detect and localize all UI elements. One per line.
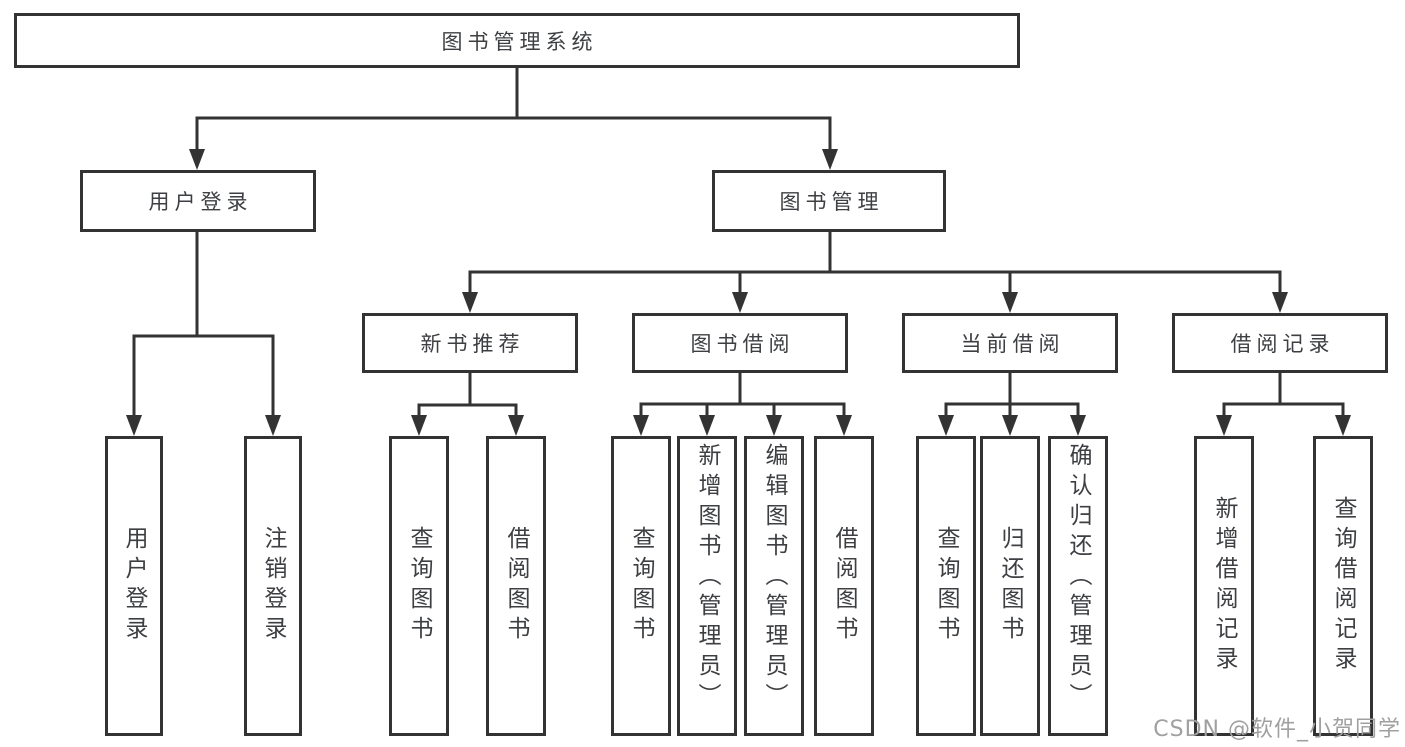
leaf-newbooks-borrow-books: 借阅图书 (486, 436, 546, 736)
node-book-management: 图书管理 (712, 170, 946, 232)
leaf-current-confirm-return: 确认归还（管理员） (1048, 436, 1108, 736)
leaf-records-add-record: 新增借阅记录 (1194, 436, 1254, 736)
node-borrowing-records-label: 借阅记录 (1230, 332, 1335, 356)
node-borrowing-records: 借阅记录 (1172, 313, 1388, 373)
leaf-current-return-books-label: 归还图书 (997, 526, 1023, 646)
node-book-borrowing: 图书借阅 (632, 313, 848, 373)
node-current-borrowing-label: 当前借阅 (960, 332, 1065, 356)
node-new-book-recommend: 新书推荐 (362, 313, 578, 373)
leaf-current-return-books: 归还图书 (980, 436, 1040, 736)
node-book-borrowing-label: 图书借阅 (690, 332, 795, 356)
leaf-borrow-add-books: 新增图书（管理员） (677, 436, 737, 736)
leaf-borrow-edit-books: 编辑图书（管理员） (744, 436, 804, 736)
connector-user-login-to-leaves (126, 231, 281, 436)
connector-records-to-leaves (1216, 372, 1351, 436)
leaf-logout: 注销登录 (244, 436, 302, 736)
node-user-login-label: 用户登录 (148, 190, 253, 214)
leaf-borrow-borrow-books: 借阅图书 (814, 436, 874, 736)
leaf-current-confirm-return-label: 确认归还（管理员） (1065, 443, 1091, 713)
connector-new-books-to-leaves (411, 372, 524, 436)
node-root: 图书管理系统 (14, 13, 1020, 68)
leaf-newbooks-query-books: 查询图书 (389, 436, 449, 736)
leaf-borrow-query-books-label: 查询图书 (628, 526, 654, 646)
leaf-current-query-books-label: 查询图书 (933, 526, 959, 646)
leaf-records-query-record: 查询借阅记录 (1313, 436, 1373, 736)
connector-book-mgmt-to-modules (462, 231, 1288, 313)
leaf-borrow-borrow-books-label: 借阅图书 (831, 526, 857, 646)
node-book-management-label: 图书管理 (779, 190, 884, 214)
leaf-records-query-record-label: 查询借阅记录 (1330, 496, 1356, 676)
leaf-borrow-edit-books-label: 编辑图书（管理员） (761, 443, 787, 713)
node-user-login: 用户登录 (80, 170, 316, 232)
leaf-newbooks-query-books-label: 查询图书 (406, 526, 432, 646)
csdn-watermark: CSDN @软件_小贺同学 (1153, 717, 1401, 742)
connector-book-borrow-to-leaves (633, 372, 852, 436)
leaf-user-login-label: 用户登录 (121, 526, 147, 646)
leaf-borrow-add-books-label: 新增图书（管理员） (694, 443, 720, 713)
leaf-records-add-record-label: 新增借阅记录 (1211, 496, 1237, 676)
connector-current-borrow-to-leaves (938, 372, 1086, 436)
node-root-label: 图书管理系统 (441, 29, 598, 54)
leaf-current-query-books: 查询图书 (916, 436, 976, 736)
node-current-borrowing: 当前借阅 (902, 313, 1118, 373)
leaf-user-login: 用户登录 (105, 436, 163, 736)
node-new-book-recommend-label: 新书推荐 (420, 332, 525, 356)
leaf-logout-label: 注销登录 (260, 526, 286, 646)
leaf-newbooks-borrow-books-label: 借阅图书 (503, 526, 529, 646)
connector-root-to-branches (189, 66, 838, 170)
leaf-borrow-query-books: 查询图书 (611, 436, 671, 736)
